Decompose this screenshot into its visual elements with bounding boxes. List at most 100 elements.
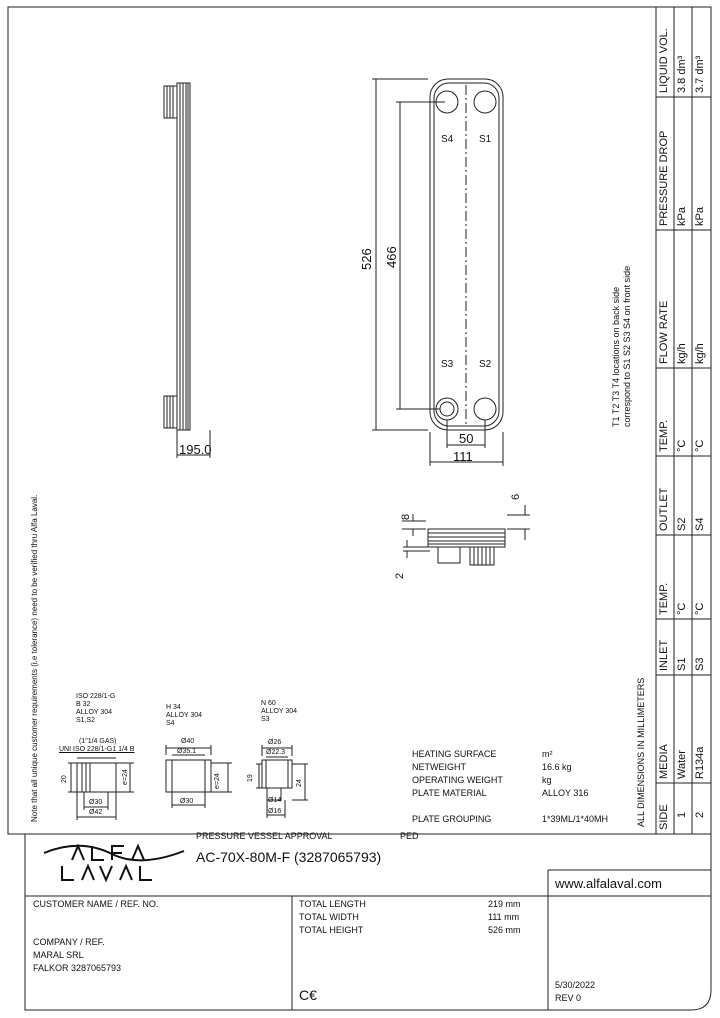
conn1-line4: S1,S2 xyxy=(76,717,96,724)
spec-label: NETWEIGHT xyxy=(412,762,466,772)
front-view xyxy=(372,78,504,466)
conn2-top-dia2: Ø35.1 xyxy=(177,748,197,755)
ped-label: PED xyxy=(400,831,419,841)
conn1-inner-dia: Ø30 xyxy=(89,799,103,806)
conn2-line3: S4 xyxy=(166,720,175,727)
spec-value: 16.6 kg xyxy=(542,762,572,772)
conn3-line3: S3 xyxy=(261,716,270,723)
top-view xyxy=(402,505,530,566)
date: 5/30/2022 xyxy=(555,980,596,990)
alfa-laval-logo xyxy=(43,843,185,883)
table-cell: kPa xyxy=(694,207,706,226)
table-header: FLOW RATE xyxy=(658,300,670,364)
conn1-line2: B 32 xyxy=(76,701,91,708)
company-ref: FALKOR 3287065793 xyxy=(33,963,122,973)
conn2-line2: ALLOY 304 xyxy=(166,712,203,719)
spec-label: PLATE GROUPING xyxy=(412,814,492,824)
website-link[interactable]: www.alfalaval.com xyxy=(555,876,662,891)
total-width-label: TOTAL WIDTH xyxy=(299,912,359,922)
spec-label: OPERATING WEIGHT xyxy=(412,775,503,785)
side-view xyxy=(163,82,211,458)
table-header: SIDE xyxy=(658,804,670,830)
table-cell: R134a xyxy=(694,746,706,779)
conn3-height: 19 xyxy=(247,774,254,782)
conn3-top-dia2: Ø22.3 xyxy=(266,749,286,756)
table-cell: S4 xyxy=(694,517,706,531)
table-header: TEMP. xyxy=(658,582,670,615)
table-cell: 3.8 dm³ xyxy=(676,55,688,93)
dim-8: 8 xyxy=(400,513,412,520)
conn1-outer-dia: Ø42 xyxy=(89,809,103,816)
conn2-line1: H 34 xyxy=(166,704,181,711)
ce-mark: C€ xyxy=(299,987,317,1003)
table-cell: °C xyxy=(694,602,706,615)
spec-value: kg xyxy=(542,775,552,785)
total-length-value: 219 mm xyxy=(488,899,521,909)
dim-2: 2 xyxy=(394,572,406,579)
company-label: COMPANY / REF. xyxy=(33,937,105,947)
table-header: PRESSURE DROP xyxy=(658,130,670,226)
conn3-line1: N 60 xyxy=(261,700,276,707)
spec-value: 1*39ML/1*40MH xyxy=(542,814,609,824)
table-cell: °C xyxy=(676,602,688,615)
table-cell: °C xyxy=(694,439,706,452)
all-dimensions-note: ALL DIMENSIONS IN MILLIMETERS xyxy=(636,677,646,827)
port-s4-label: S4 xyxy=(441,134,454,145)
port-note-line1: T1 T2 T3 T4 locations on back side xyxy=(611,286,621,427)
dim-6: 6 xyxy=(510,493,522,500)
table-cell: 2 xyxy=(694,811,706,818)
port-s3-label: S3 xyxy=(441,359,454,370)
table-cell: S1 xyxy=(676,657,688,671)
table-header: MEDIA xyxy=(658,744,670,779)
sheet-border xyxy=(7,6,712,1011)
conn2-top-dia: Ø40 xyxy=(181,738,195,745)
port-s2-label: S2 xyxy=(479,359,492,370)
conn2-e: e=24 xyxy=(214,773,221,789)
table-cell: S2 xyxy=(676,517,688,531)
approval-label: PRESSURE VESSEL APPROVAL xyxy=(196,831,333,841)
conn1-height: 20 xyxy=(61,775,68,783)
total-height-value: 526 mm xyxy=(488,925,521,935)
port-height-dim: 466 xyxy=(384,246,399,268)
revision: REV 0 xyxy=(555,993,582,1003)
depth-dim: 195.0 xyxy=(179,442,212,457)
table-cell: S3 xyxy=(694,657,706,671)
spec-label: PLATE MATERIAL xyxy=(412,788,487,798)
total-length-label: TOTAL LENGTH xyxy=(299,899,366,909)
company-name: MARAL SRL xyxy=(33,950,84,960)
conn3-bottom-dia2: Ø16 xyxy=(268,808,282,815)
conn3-line2: ALLOY 304 xyxy=(261,708,298,715)
total-width-dim: 111 xyxy=(453,449,473,464)
conn1-e: e=24 xyxy=(122,769,129,785)
conn1-gas: (1"1/4 GAS) xyxy=(79,738,117,745)
spec-value: m² xyxy=(542,749,553,759)
connection-drawings xyxy=(68,745,308,820)
table-cell: kg/h xyxy=(694,343,706,364)
spec-label: HEATING SURFACE xyxy=(412,749,497,759)
conn1-thread: UNI ISO 228/1-G1 1/4 B xyxy=(59,746,135,753)
table-cell: kg/h xyxy=(676,343,688,364)
port-note-line2: correspond to S1 S2 S3 S4 on front side xyxy=(622,265,632,427)
total-height-dim: 526 xyxy=(359,248,374,270)
conn3-width: 24 xyxy=(296,779,303,787)
conn1-line3: ALLOY 304 xyxy=(76,709,113,716)
table-cell: 1 xyxy=(676,811,688,818)
table-header: INLET xyxy=(658,639,670,671)
table-header: LIQUID VOL. xyxy=(658,28,670,93)
table-cell: kPa xyxy=(676,207,688,226)
customer-label: CUSTOMER NAME / REF. NO. xyxy=(33,899,159,909)
tolerance-note: Note that all unique customer requiremen… xyxy=(30,494,39,822)
port-width-dim: 50 xyxy=(459,431,474,446)
model-title: AC-70X-80M-F (3287065793) xyxy=(196,849,382,865)
total-width-value: 111 mm xyxy=(488,912,520,922)
total-height-label: TOTAL HEIGHT xyxy=(299,925,364,935)
table-header: OUTLET xyxy=(658,487,670,531)
port-s1-label: S1 xyxy=(479,134,492,145)
table-header: TEMP. xyxy=(658,419,670,452)
conn3-top-dia: Ø26 xyxy=(268,739,282,746)
table-cell: Water xyxy=(676,750,688,779)
conn3-bottom-dia1: Ø14 xyxy=(268,797,282,804)
spec-value: ALLOY 316 xyxy=(542,788,589,798)
